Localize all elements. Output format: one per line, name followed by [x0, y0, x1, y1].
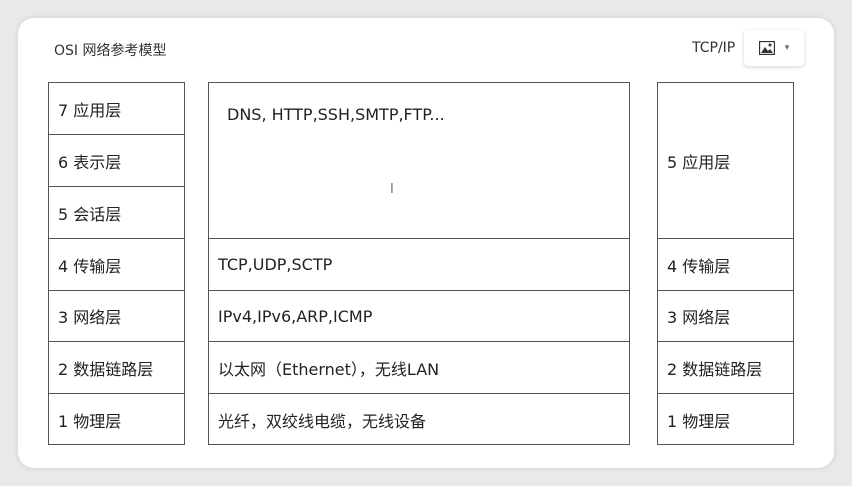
tcpip-layer-4: 4 传输层 — [658, 238, 793, 290]
protocols-column: DNS, HTTP,SSH,SMTP,FTP... TCP,UDP,SCTP I… — [208, 82, 630, 445]
tcpip-layer-2: 2 数据链路层 — [658, 341, 793, 393]
image-options-button[interactable]: ▾ — [744, 30, 804, 66]
text-cursor-icon: I — [390, 182, 394, 197]
chevron-down-icon: ▾ — [784, 43, 790, 53]
transport-protocols: TCP,UDP,SCTP — [209, 238, 629, 290]
datalink-protocols: 以太网（Ethernet），无线LAN — [209, 341, 629, 393]
network-protocols: IPv4,IPv6,ARP,ICMP — [209, 290, 629, 341]
osi-model-title: OSI 网络参考模型 — [54, 43, 167, 59]
osi-layer-6: 6 表示层 — [49, 134, 184, 186]
physical-media: 光纤，双绞线电缆，无线设备 — [209, 393, 629, 445]
osi-layer-5: 5 会话层 — [49, 186, 184, 238]
osi-layers-column: 7 应用层 6 表示层 5 会话层 4 传输层 3 网络层 2 数据链路层 1 … — [48, 82, 185, 445]
osi-layer-3: 3 网络层 — [49, 290, 184, 341]
osi-layer-7: 7 应用层 — [58, 100, 122, 120]
image-icon — [758, 41, 775, 55]
tcpip-layer-1: 1 物理层 — [658, 393, 793, 445]
application-protocols: DNS, HTTP,SSH,SMTP,FTP... — [227, 105, 445, 124]
tcpip-layers-column: 5 应用层 4 传输层 3 网络层 2 数据链路层 1 物理层 — [657, 82, 794, 445]
osi-layer-1: 1 物理层 — [49, 393, 184, 445]
osi-layer-4: 4 传输层 — [49, 238, 184, 290]
tcpip-layer-3: 3 网络层 — [658, 290, 793, 341]
tcpip-model-title: TCP/IP — [692, 40, 736, 56]
tcpip-layer-5: 5 应用层 — [667, 152, 731, 172]
osi-layer-2: 2 数据链路层 — [49, 341, 184, 393]
